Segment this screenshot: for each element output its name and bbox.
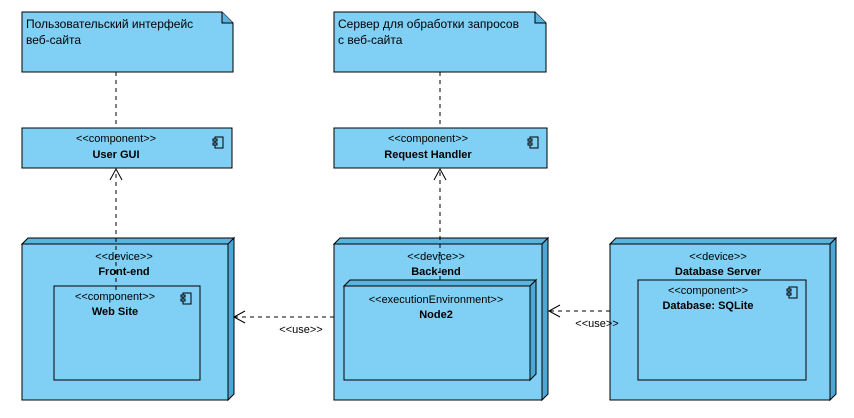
dependency-backend-requesthandler[interactable]: [433, 167, 447, 280]
note-server-line2: с веб-сайта: [338, 33, 403, 47]
note-ui-line2: веб-сайта: [26, 33, 81, 47]
note-ui-line1: Пользовательский интерфейс: [26, 17, 193, 31]
use-label-right: <<use>>: [575, 318, 618, 330]
request-handler-name: Request Handler: [384, 149, 472, 161]
node-backend[interactable]: <<device>> Back-end <<executionEnvironme…: [332, 236, 550, 402]
dependency-frontend-usergui[interactable]: [109, 167, 123, 290]
web-site-name: Web Site: [92, 306, 138, 318]
database-name: Database: SQLite: [662, 300, 753, 312]
user-gui-stereotype: <<component>>: [76, 133, 156, 145]
node2-stereotype: <<executionEnvironment>>: [369, 294, 504, 306]
web-site-stereotype: <<component>>: [75, 291, 155, 303]
execution-environment-node2[interactable]: <<executionEnvironment>> Node2: [342, 278, 538, 382]
database-stereotype: <<component>>: [668, 285, 748, 297]
component-database-sqlite[interactable]: <<component>> Database: SQLite: [637, 279, 807, 381]
component-user-gui[interactable]: <<component>> User GUI: [21, 127, 233, 169]
frontend-name: Front-end: [98, 266, 149, 278]
dependency-dbserver-backend-use[interactable]: <<use>>: [547, 304, 619, 330]
node2-name: Node2: [419, 309, 453, 321]
use-label-left: <<use>>: [279, 324, 322, 336]
component-web-site[interactable]: <<component>> Web Site: [53, 285, 201, 381]
dbserver-stereotype: <<device>>: [689, 251, 747, 263]
note-server[interactable]: Сервер для обработки запросов с веб-сайт…: [333, 11, 547, 73]
node-database-server[interactable]: <<device>> Database Server <<component>>…: [608, 236, 838, 402]
dbserver-name: Database Server: [675, 266, 762, 278]
request-handler-stereotype: <<component>>: [388, 133, 468, 145]
note-server-line1: Сервер для обработки запросов: [338, 17, 519, 31]
backend-stereotype: <<device>>: [407, 251, 465, 263]
user-gui-name: User GUI: [92, 149, 139, 161]
node-frontend[interactable]: <<device>> Front-end <<component>> Web S…: [20, 236, 236, 402]
component-request-handler[interactable]: <<component>> Request Handler: [333, 127, 548, 169]
frontend-stereotype: <<device>>: [95, 251, 153, 263]
backend-name: Back-end: [411, 266, 461, 278]
note-ui[interactable]: Пользовательский интерфейс веб-сайта: [21, 11, 234, 73]
dependency-backend-frontend-use[interactable]: <<use>>: [232, 310, 334, 336]
